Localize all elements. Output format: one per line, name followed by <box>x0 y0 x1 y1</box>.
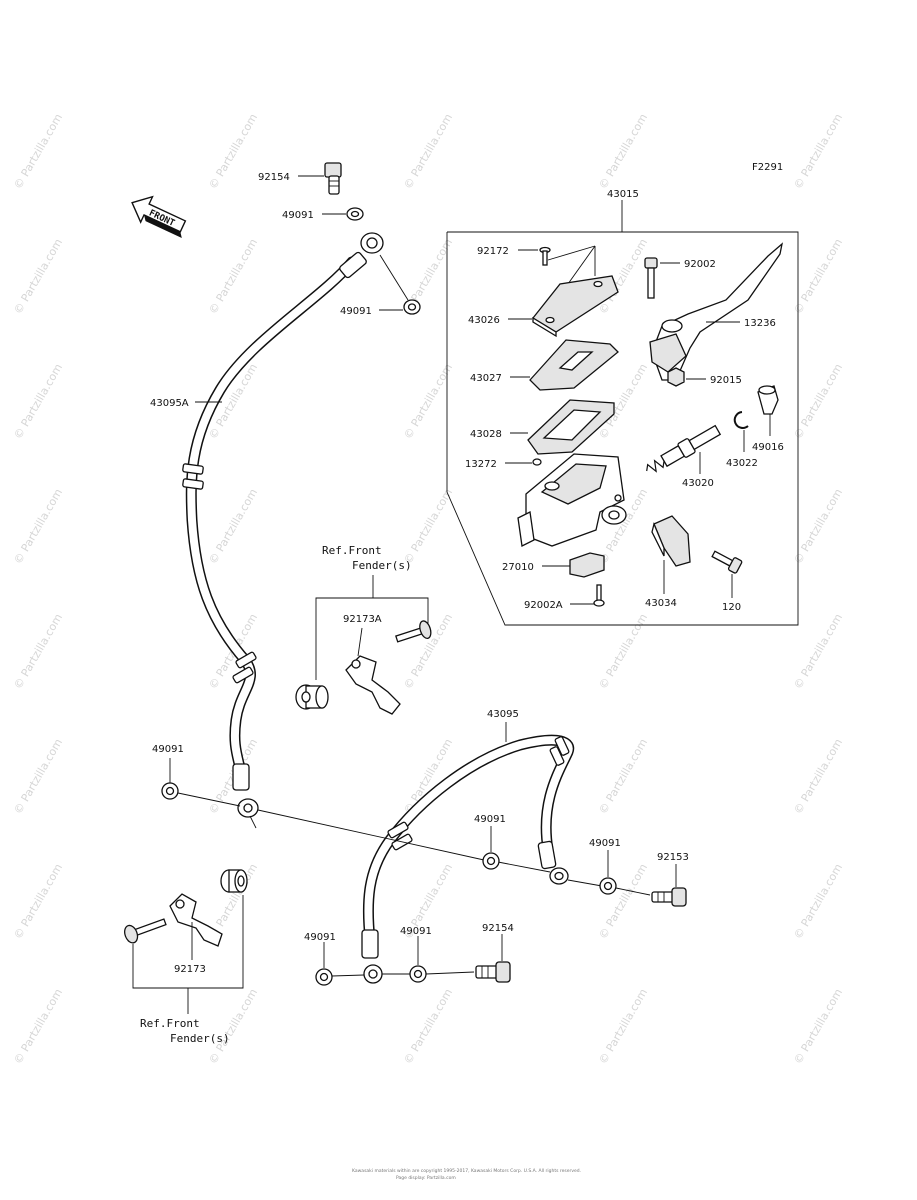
watermark-text: © Partzilla.com <box>791 861 845 941</box>
figure-code: F2291 <box>752 162 783 173</box>
watermark-text: © Partzilla.com <box>791 736 845 816</box>
watermark-text: © Partzilla.com <box>791 236 845 316</box>
watermark-text: © Partzilla.com <box>791 486 845 566</box>
label-49091-top: 49091 <box>282 210 314 221</box>
label-120: 120 <box>722 602 741 613</box>
watermark-text: © Partzilla.com <box>206 486 260 566</box>
screw-92172 <box>539 246 551 266</box>
label-43015: 43015 <box>607 189 639 200</box>
nut-92015 <box>667 367 685 387</box>
label-92154-top: 92154 <box>258 172 290 183</box>
label-92153: 92153 <box>657 852 689 863</box>
banjo-bolt-92154-bottom <box>475 961 511 983</box>
watermark-text: © Partzilla.com <box>401 111 455 191</box>
label-49091-mid: 49091 <box>340 306 372 317</box>
watermark-grid: © Partzilla.com © Partzilla.com © Partzill… <box>11 111 845 1066</box>
label-13272: 13272 <box>465 459 497 470</box>
label-49091-bottom2: 49091 <box>400 926 432 937</box>
hose-43095 <box>361 734 575 984</box>
label-43034: 43034 <box>645 598 677 609</box>
footer-line-2: Page display: Partzilla.com <box>396 1175 456 1181</box>
ref-bottom-1: Ref.Front <box>140 1017 200 1030</box>
circlip-43022 <box>733 411 749 429</box>
banjo-bolt-92153 <box>651 887 687 907</box>
switch-27010 <box>569 552 605 578</box>
label-49016: 49016 <box>752 442 784 453</box>
label-43027: 43027 <box>470 373 502 384</box>
watermark-text: © Partzilla.com <box>596 361 650 441</box>
watermark-text: © Partzilla.com <box>206 111 260 191</box>
master-cylinder-body <box>517 453 627 547</box>
watermark-text: © Partzilla.com <box>401 986 455 1066</box>
label-49091-left: 49091 <box>152 744 184 755</box>
label-43022: 43022 <box>726 458 758 469</box>
screw-13272 <box>532 458 542 466</box>
watermark-text: © Partzilla.com <box>11 736 65 816</box>
collar-92173a <box>295 684 329 710</box>
watermark-text: © Partzilla.com <box>11 986 65 1066</box>
banjo-bolt-92154-top <box>324 162 342 195</box>
label-92173: 92173 <box>174 964 206 975</box>
ref-bottom-2: Fender(s) <box>170 1032 230 1045</box>
label-43028: 43028 <box>470 429 502 440</box>
watermark-text: © Partzilla.com <box>596 861 650 941</box>
label-49091-right: 49091 <box>589 838 621 849</box>
collar-92173 <box>220 869 248 893</box>
watermark-text: © Partzilla.com <box>791 611 845 691</box>
watermark-text: © Partzilla.com <box>596 236 650 316</box>
bolt-120 <box>711 550 743 574</box>
watermark-text: © Partzilla.com <box>401 486 455 566</box>
label-43026: 43026 <box>468 315 500 326</box>
label-92002a: 92002A <box>524 600 563 611</box>
watermark-text: © Partzilla.com <box>11 486 65 566</box>
label-92154-bottom: 92154 <box>482 923 514 934</box>
screw-92002a <box>593 584 605 607</box>
bolt-92173 <box>124 918 167 944</box>
label-92015: 92015 <box>710 375 742 386</box>
label-43020: 43020 <box>682 478 714 489</box>
watermark-text: © Partzilla.com <box>11 111 65 191</box>
hose-43095a <box>182 232 384 829</box>
ref-top-2: Fender(s) <box>352 559 412 572</box>
label-13236: 13236 <box>744 318 776 329</box>
lever-13236 <box>651 242 784 381</box>
watermark-text: © Partzilla.com <box>11 611 65 691</box>
label-49091-bottom1: 49091 <box>304 932 336 943</box>
ref-top-1: Ref.Front <box>322 544 382 557</box>
piston-43020 <box>646 424 722 473</box>
bolt-92173a <box>395 620 432 643</box>
watermark-text: © Partzilla.com <box>11 361 65 441</box>
label-92002: 92002 <box>684 259 716 270</box>
watermark-text: © Partzilla.com <box>11 861 65 941</box>
watermark-text: © Partzilla.com <box>791 986 845 1066</box>
watermark-text: © Partzilla.com <box>206 236 260 316</box>
label-49091-center: 49091 <box>474 814 506 825</box>
watermark-text: © Partzilla.com <box>596 736 650 816</box>
watermark-text: © Partzilla.com <box>11 236 65 316</box>
front-arrow-icon: FRONT <box>131 195 187 239</box>
watermark-text: © Partzilla.com <box>206 986 260 1066</box>
clamp-92173a <box>345 655 401 715</box>
watermark-text: © Partzilla.com <box>596 611 650 691</box>
label-43095: 43095 <box>487 709 519 720</box>
bolt-92002 <box>644 257 658 299</box>
clamp-92173 <box>169 893 223 947</box>
watermark-text: © Partzilla.com <box>596 986 650 1066</box>
label-43095a: 43095A <box>150 398 189 409</box>
label-27010: 27010 <box>502 562 534 573</box>
watermark-text: © Partzilla.com <box>596 111 650 191</box>
watermark-text: © Partzilla.com <box>791 361 845 441</box>
watermark-text: © Partzilla.com <box>791 111 845 191</box>
footer-line-1: Kawasaki materials within are copyright … <box>352 1168 581 1174</box>
assembly-box <box>446 200 799 626</box>
label-92172: 92172 <box>477 246 509 257</box>
label-92173a: 92173A <box>343 614 382 625</box>
